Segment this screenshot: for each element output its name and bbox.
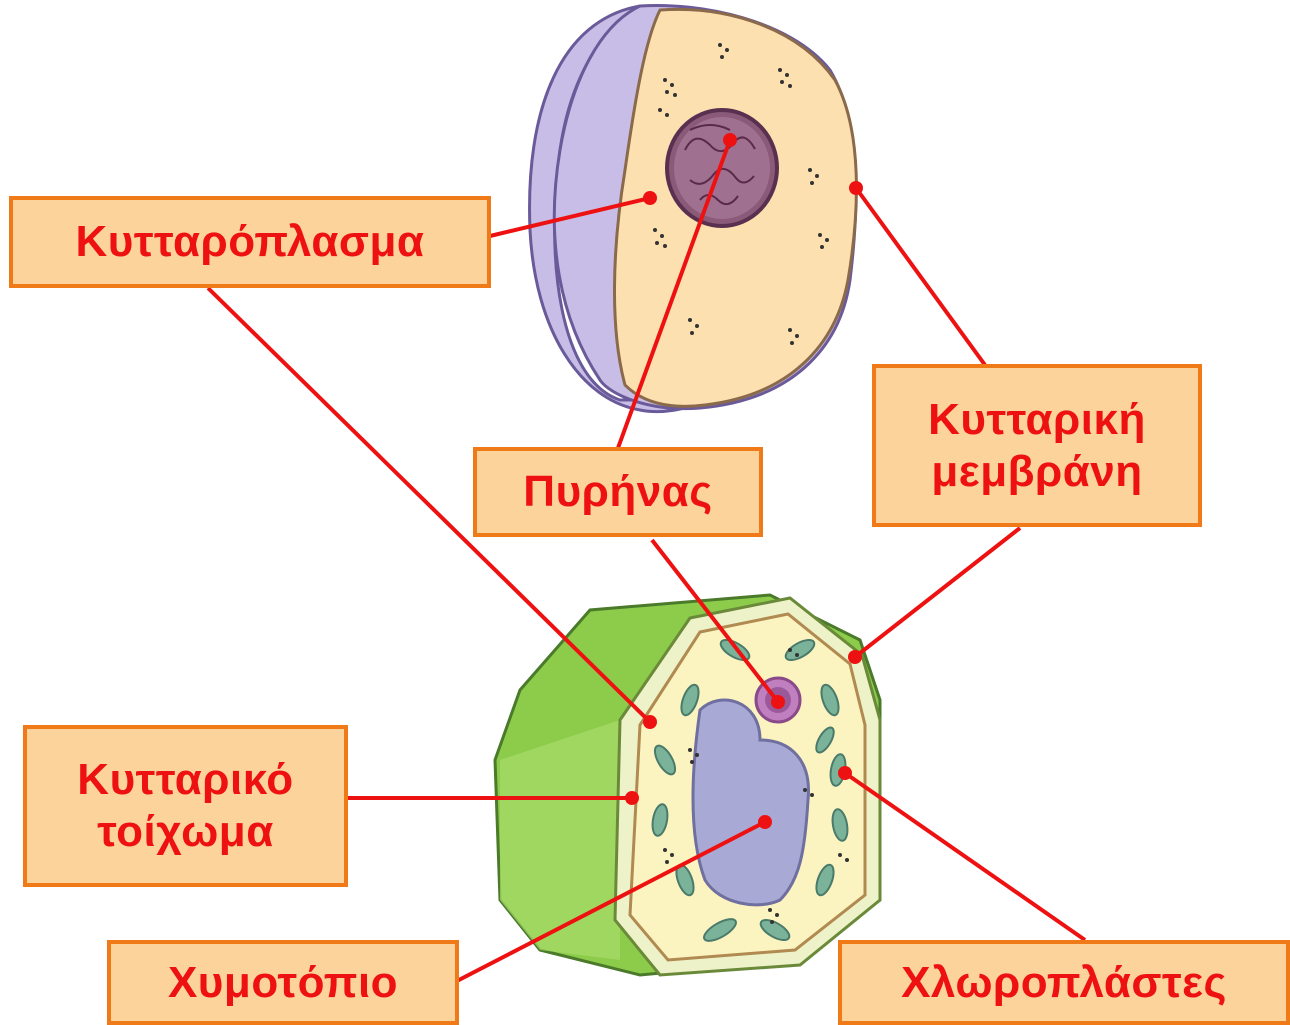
label-vacuole: Χυμοτόπιο (107, 940, 459, 1025)
plant-cell (495, 595, 880, 975)
animal-cell (530, 5, 857, 411)
label-chloroplasts-text: Χλωροπλάστες (901, 957, 1227, 1009)
label-cytoplasm-text: Κυτταρόπλασμα (76, 216, 425, 268)
label-vacuole-text: Χυμοτόπιο (168, 957, 398, 1009)
label-cell-membrane-line2: μεμβράνη (931, 446, 1142, 498)
label-nucleus-text: Πυρήνας (523, 466, 712, 518)
label-cell-membrane-line1: Κυτταρική (928, 394, 1146, 446)
label-cell-wall-line1: Κυτταρικό (77, 754, 293, 806)
label-chloroplasts: Χλωροπλάστες (838, 940, 1290, 1025)
label-cell-wall: Κυτταρικό τοίχωμα (23, 725, 348, 887)
label-cytoplasm: Κυτταρόπλασμα (9, 196, 491, 288)
label-nucleus: Πυρήνας (473, 447, 763, 537)
label-cell-membrane: Κυτταρική μεμβράνη (872, 364, 1202, 527)
label-cell-wall-line2: τοίχωμα (97, 806, 274, 858)
